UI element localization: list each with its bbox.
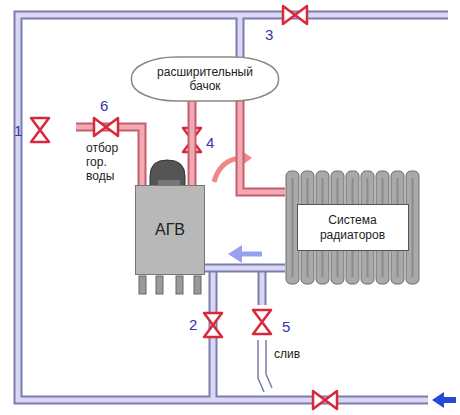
valve-symbol: [283, 6, 307, 24]
inflow-arrow: [432, 392, 456, 408]
pipe-outline: [188, 100, 197, 185]
valve-symbol: [94, 118, 118, 136]
return-flow-arrowhead: [228, 245, 242, 263]
valves: [31, 6, 337, 409]
hot-water-branch: [76, 127, 142, 185]
valve-symbol: [31, 118, 49, 142]
expansion-tank: расширительный бачок: [130, 56, 280, 102]
valve-symbol: [253, 310, 271, 334]
callout-number: 5: [282, 318, 290, 335]
pipe-outline: [205, 264, 285, 273]
pipe-connector: [192, 100, 193, 185]
callout-number: 6: [100, 97, 108, 114]
callout-number: 4: [206, 134, 214, 151]
pipe-outline: [240, 100, 285, 192]
return-flow-arrow: [240, 252, 262, 257]
valve-symbol: [313, 391, 337, 409]
radiator-block: Система радиаторов: [285, 170, 420, 285]
pipe-connector: [240, 100, 285, 192]
pipe-fill: [205, 266, 285, 271]
callout-number: 2: [189, 316, 197, 333]
callout-number: 3: [265, 26, 273, 43]
radiator-label: Система радиаторов: [297, 204, 409, 251]
outlet-label: отбор гор. воды: [86, 142, 132, 183]
tank-label: расширительный бачок: [150, 65, 260, 94]
boiler-box: АГВ: [135, 185, 205, 275]
cold-pipes: [18, 15, 448, 400]
boiler-burner: [150, 160, 185, 186]
valve-symbol: [204, 313, 222, 337]
boiler-legs: [139, 276, 201, 294]
drain-label: слив: [274, 348, 300, 362]
pipe-connector: [205, 268, 285, 269]
boiler-label: АГВ: [155, 220, 185, 239]
callout-number: 1: [14, 122, 22, 139]
pipe-fill: [190, 100, 195, 185]
pipe-fill: [240, 100, 285, 192]
